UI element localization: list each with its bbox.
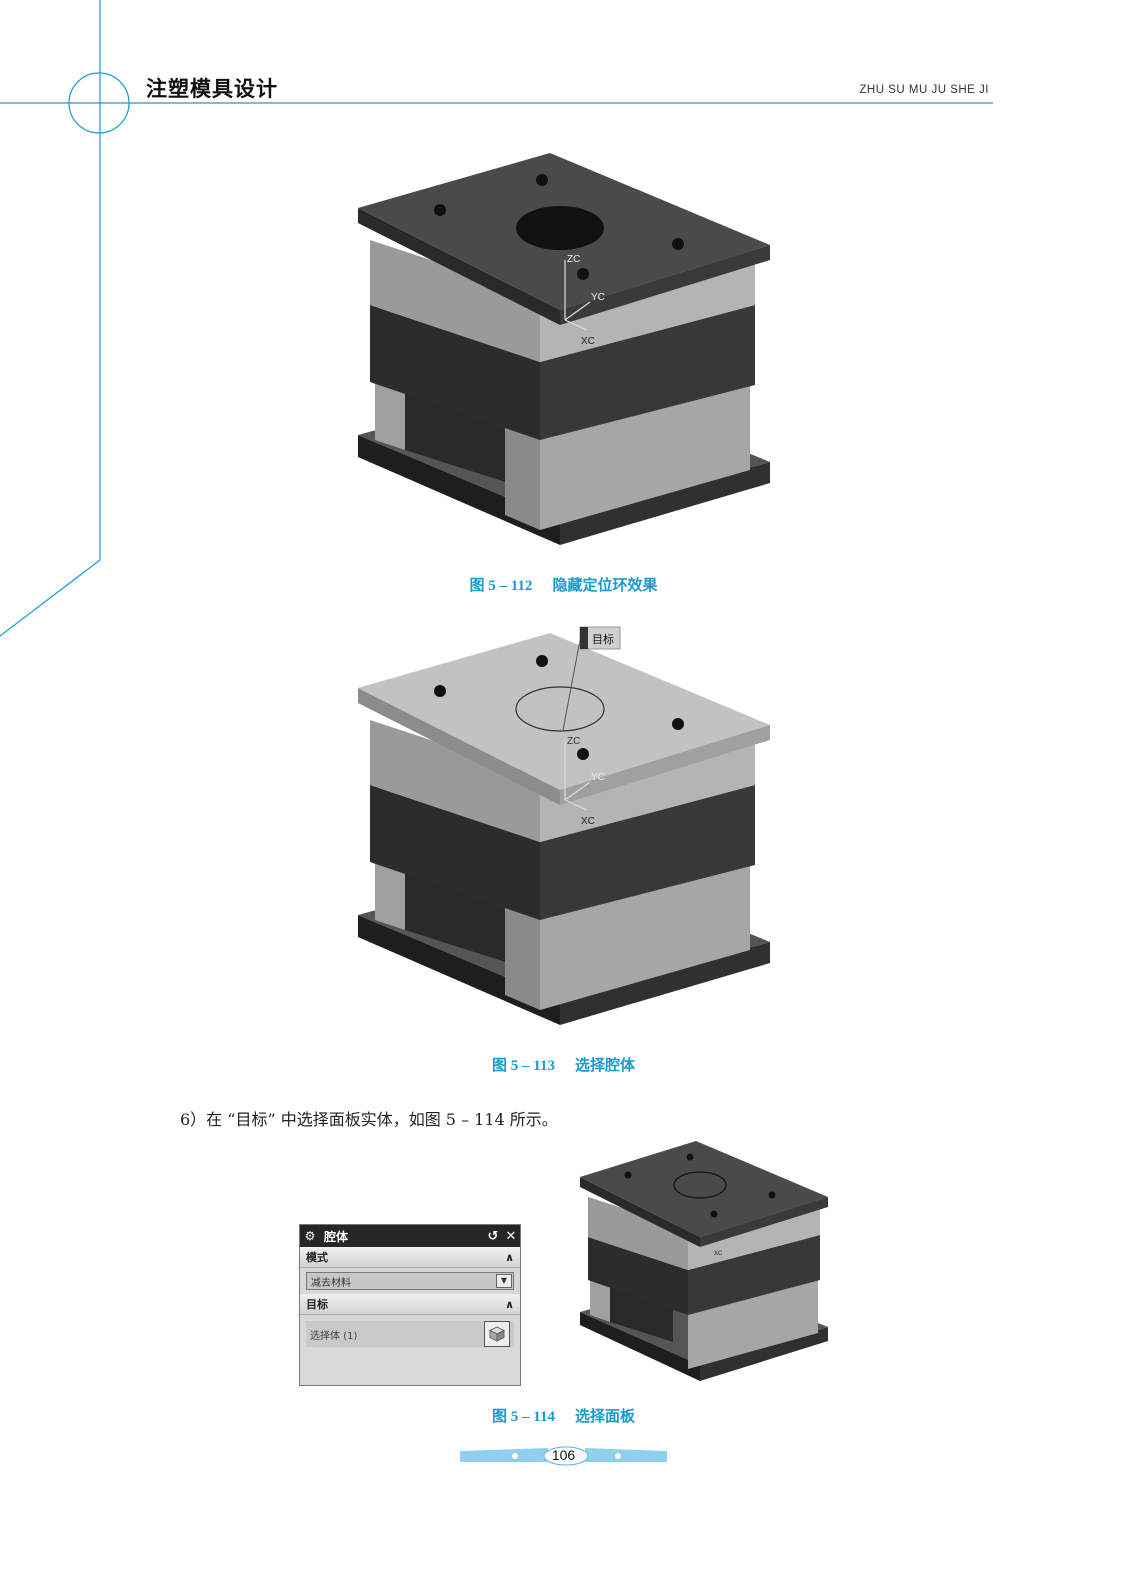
dialog-titlebar: ⚙ 腔体 ↺ ✕ [300,1225,520,1247]
cavity-dialog: ⚙ 腔体 ↺ ✕ 模式 ∧ 减去材料 ▼ 目标 ∧ 选择体 (1) [299,1224,521,1386]
page-number: 106 [551,1447,576,1463]
axis-label-yc: YC [591,292,605,303]
select-body-label: 选择体 (1) [310,1330,358,1342]
mode-select-value: 减去材料 [311,1277,351,1289]
axis-label-xc: XC [581,816,595,827]
axis-label-zc: ZC [567,736,580,747]
mode-section-header[interactable]: 模式 ∧ [300,1247,520,1268]
axis-label-yc: YC [591,772,605,783]
caption-text: 选择腔体 [574,1056,635,1074]
target-tag-label: 目标 [592,632,614,646]
mold-render-hidden-locating-ring: ZC YC XC [358,153,770,545]
caption-number: 图 5 – 112 [469,578,533,594]
gear-icon[interactable]: ⚙ [304,1229,316,1243]
target-section-label: 目标 [306,1298,328,1311]
caption-text: 选择面板 [574,1407,635,1425]
dialog-title: 腔体 [324,1229,349,1244]
mode-select[interactable]: 减去材料 ▼ [306,1272,514,1290]
axis-label-xc: XC [581,336,595,347]
close-icon[interactable]: ✕ [505,1228,517,1244]
mold-render-select-panel: XC [580,1141,828,1381]
mold-render-select-cavity: 目标 ZC YC XC [358,626,770,1025]
chevron-up-icon[interactable]: ∧ [505,1297,514,1311]
target-section-header[interactable]: 目标 ∧ [300,1294,520,1315]
select-body-row[interactable]: 选择体 (1) [306,1321,514,1347]
body-paragraph: 6）在 “目标” 中选择面板实体，如图 5 – 114 所示。 [180,1110,558,1129]
axis-label-zc: ZC [567,254,580,265]
reset-icon[interactable]: ↺ [487,1228,499,1244]
cube-icon [489,1326,505,1342]
axis-label-xc: XC [714,1251,723,1257]
figure-caption-5-114: 图 5 – 114 选择面板 [0,1405,1127,1426]
mode-section-label: 模式 [306,1251,328,1264]
caption-number: 图 5 – 114 [492,1409,555,1425]
figure-caption-5-113: 图 5 – 113 选择腔体 [0,1054,1127,1075]
select-body-button[interactable] [484,1321,510,1347]
caption-number: 图 5 – 113 [492,1058,555,1074]
book-title-pinyin: ZHU SU MU JU SHE JI [859,84,989,96]
chevron-down-icon[interactable]: ▼ [496,1274,512,1288]
caption-text: 隐藏定位环效果 [552,576,658,594]
book-title: 注塑模具设计 [146,77,278,101]
figure-caption-5-112: 图 5 – 112 隐藏定位环效果 [0,574,1127,595]
chevron-up-icon[interactable]: ∧ [505,1250,514,1264]
